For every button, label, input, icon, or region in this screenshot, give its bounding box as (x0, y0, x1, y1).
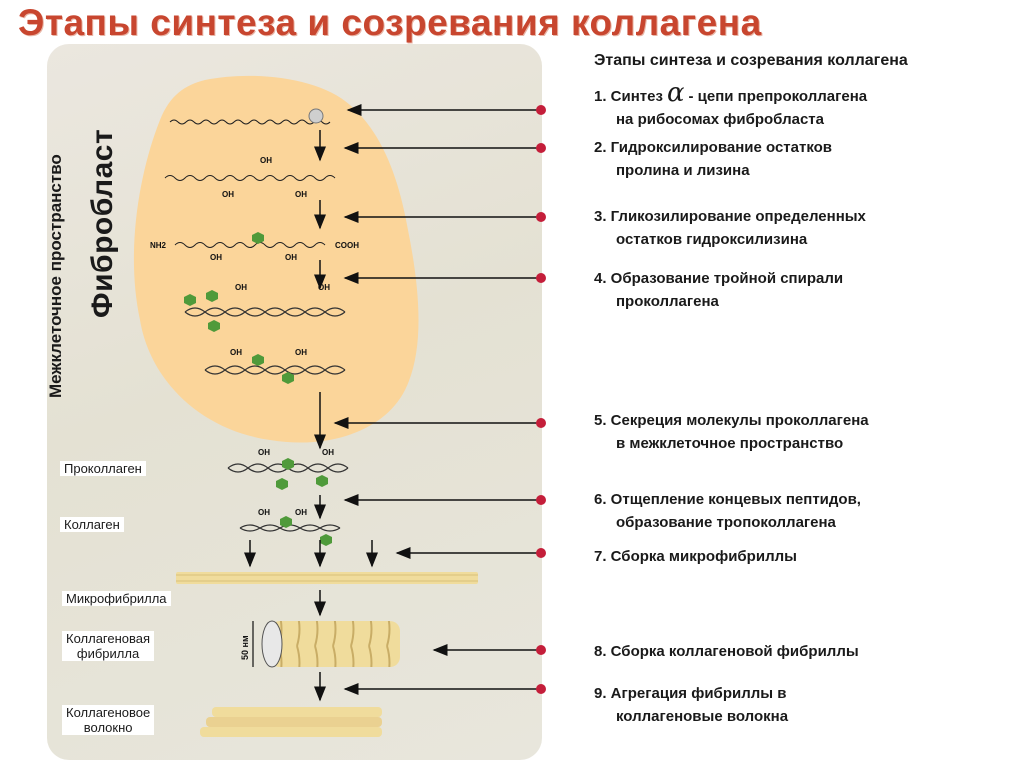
glycosyl-hexagon (316, 475, 328, 487)
step-2-line1: 2. Гидроксилирование остатков (594, 139, 833, 156)
step-7-line1: 7. Сборка микрофибриллы (594, 548, 797, 565)
step-7: 7. Сборка микрофибриллы (594, 545, 797, 568)
step-8: 8. Сборка коллагеновой фибриллы (594, 640, 859, 663)
fibril-label-line2: фибрилла (76, 646, 140, 661)
glycosyl-hexagon (206, 290, 218, 302)
glycosyl-hexagon (282, 372, 294, 384)
cooh-label: COOH (335, 241, 359, 250)
microfibril (176, 572, 478, 584)
step-6: 6. Отщепление концевых пептидов, образов… (594, 488, 861, 534)
steps-heading: Этапы синтеза и созревания коллагена (594, 52, 908, 69)
step-9-line1: 9. Агрегация фибриллы в (594, 685, 787, 702)
nh2-label: NH2 (150, 241, 167, 250)
oh-label: OH (222, 190, 234, 199)
step-9-line2: коллагеновые волокна (616, 708, 789, 725)
fibroblast-label: Фибробласт (86, 128, 119, 318)
step-5-line2: в межклеточное пространство (616, 435, 844, 452)
oh-label: OH (318, 283, 330, 292)
step-9: 9. Агрегация фибриллы в коллагеновые вол… (594, 682, 788, 728)
step-2-line2: пролина и лизина (616, 162, 750, 179)
step-4-line2: проколлагена (616, 293, 719, 310)
step-1-text-b: - цепи препроколлагена (688, 88, 868, 105)
alpha-chain (169, 119, 331, 125)
glycosylated-chain (174, 242, 326, 248)
step-3-line1: 3. Гликозилирование определенных (594, 208, 866, 225)
fiber-label-line1: Коллагеновое (66, 705, 151, 720)
alpha-symbol: α (666, 78, 685, 108)
step-2: 2. Гидроксилирование остатков пролина и … (594, 136, 832, 182)
step-1-line2: на рибосомах фибробласта (616, 111, 824, 128)
microfibril-label: Микрофибрилла (62, 591, 171, 606)
step-3: 3. Гликозилирование определенных остатко… (594, 205, 866, 251)
oh-label: OH (258, 508, 270, 517)
glycosyl-hexagon (252, 232, 264, 244)
fibril-label: Коллагеновая фибрилла (62, 631, 155, 661)
fiber-label: Коллагеновое волокно (62, 705, 155, 735)
glycosyl-hexagon (252, 354, 264, 366)
fibril-cross-section (261, 620, 283, 668)
oh-label: OH (295, 190, 307, 199)
procollagen-label: Проколлаген (60, 461, 146, 476)
oh-label: OH (295, 508, 307, 517)
glycosyl-hexagon (282, 458, 294, 470)
oh-label: OH (210, 253, 222, 262)
scale-label: 50 нм (240, 635, 250, 660)
glycosyl-hexagon (320, 534, 332, 546)
step-6-line1: 6. Отщепление концевых пептидов, (594, 491, 861, 508)
step-5-line1: 5. Секреция молекулы проколлагена (594, 412, 869, 429)
glycosyl-hexagon (276, 478, 288, 490)
oh-label: OH (295, 348, 307, 357)
collagen-label: Коллаген (60, 517, 124, 532)
step-1-text-a: 1. Синтез (594, 88, 663, 105)
fiber-label-line2: волокно (83, 720, 133, 735)
step-4-line1: 4. Образование тройной спирали (594, 270, 844, 287)
fibril-label-line1: Коллагеновая (66, 631, 151, 646)
step-8-line1: 8. Сборка коллагеновой фибриллы (594, 643, 859, 660)
glycosyl-hexagon (208, 320, 220, 332)
oh-label: OH (322, 448, 334, 457)
collagen-fiber (212, 707, 382, 717)
main-title: Этапы синтеза и созревания коллагена (18, 2, 762, 43)
fibroblast-cell (133, 75, 419, 443)
oh-label: OH (285, 253, 297, 262)
step-6-line2: образование тропоколлагена (616, 514, 836, 531)
ribosome (308, 108, 324, 124)
oh-label: OH (260, 156, 272, 165)
oh-label: OH (235, 283, 247, 292)
step-5: 5. Секреция молекулы проколлагена в межк… (594, 409, 869, 455)
step-4: 4. Образование тройной спирали проколлаг… (594, 267, 843, 313)
oh-label: OH (230, 348, 242, 357)
triple-helix (204, 365, 346, 375)
step-pointers (333, 104, 546, 695)
oh-label: OH (258, 448, 270, 457)
collagen-fibril (270, 621, 400, 667)
intercellular-space-label: Межклеточное пространство (46, 154, 65, 398)
glycosyl-hexagon (184, 294, 196, 306)
hydroxylated-chain (164, 175, 336, 181)
step-3-line2: остатков гидроксилизина (616, 231, 808, 248)
glycosyl-hexagon (280, 516, 292, 528)
